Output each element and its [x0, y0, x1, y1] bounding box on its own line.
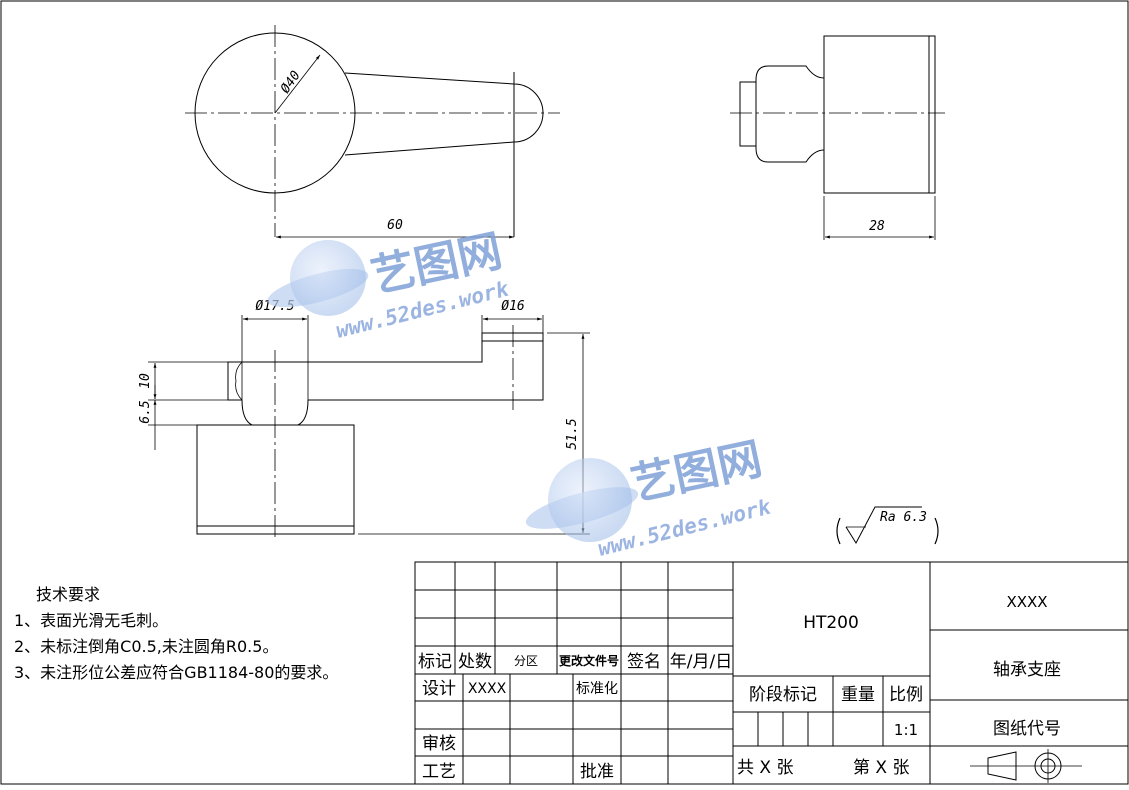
- side-view-body: [823, 35, 936, 194]
- watermark-globe-icon-2: [548, 458, 632, 542]
- tb-approve-label: 批准: [580, 762, 614, 782]
- dim-front-h10: 10: [138, 373, 153, 389]
- dim-top-len: 60: [387, 218, 403, 233]
- notes-item-1: 1、表面光滑无毛刺。: [14, 611, 168, 630]
- notes-item-2: 2、未标注倒角C0.5,未注圆角R0.5。: [14, 637, 278, 656]
- tb-header-zone: 分区: [514, 654, 538, 668]
- projection-symbol-icon: [970, 749, 1082, 783]
- dim-side-width: 28: [869, 219, 885, 234]
- top-view-centerlines: [185, 25, 560, 237]
- top-view: [185, 25, 560, 239]
- roughness-value: Ra 6.3: [880, 510, 927, 525]
- tb-stage-label: 阶段标记: [749, 685, 817, 705]
- watermark-2: 艺图网 www.52des.work: [525, 433, 774, 561]
- tb-header-change-doc: 更改文件号: [559, 653, 619, 668]
- dim-front-h515: 51.5: [565, 418, 580, 449]
- tb-material: HT200: [803, 613, 859, 633]
- side-view: [730, 35, 945, 240]
- tb-header-count: 处数: [458, 652, 492, 672]
- front-view: [148, 315, 590, 540]
- tb-scale-label: 比例: [889, 685, 923, 705]
- tb-company: XXXX: [1006, 593, 1047, 611]
- watermark-1: 艺图网 www.52des.work: [267, 225, 512, 343]
- tb-review-label: 审核: [422, 734, 456, 754]
- side-view-shaft: [739, 81, 757, 147]
- technical-requirements: 技术要求 1、表面光滑无毛刺。 2、未标注倒角C0.5,未注圆角R0.5。 3、…: [14, 585, 338, 682]
- top-view-arm: [344, 72, 544, 156]
- tb-design-label: 设计: [422, 679, 456, 699]
- tb-drawing-no-label: 图纸代号: [993, 719, 1061, 739]
- side-view-boss: [755, 65, 825, 163]
- tb-part-name: 轴承支座: [993, 660, 1061, 680]
- dim-front-h65: 6.5: [138, 400, 153, 424]
- front-view-arm: [227, 332, 544, 401]
- tb-standardize-label: 标准化: [576, 681, 618, 697]
- roughness-symbol: [836, 506, 939, 545]
- front-view-neck: [241, 399, 309, 426]
- tb-header-sign: 签名: [627, 652, 661, 672]
- dia40-leader: [274, 54, 321, 114]
- front-view-base: [196, 424, 355, 535]
- tb-process-label: 工艺: [422, 762, 456, 782]
- tb-header-date: 年/月/日: [670, 652, 732, 672]
- tb-header-mark: 标记: [418, 652, 452, 672]
- title-block: [414, 561, 1129, 785]
- dim-front-dia-right: Ø16: [501, 299, 525, 314]
- tb-scale-value: 1:1: [894, 721, 918, 739]
- tb-total-sheets: 共 X 张: [737, 758, 793, 778]
- dim-top-dia: Ø40: [278, 68, 304, 96]
- tb-designer: XXXX: [468, 681, 507, 697]
- title-block-text: 标记 处数 分区 更改文件号 签名 年/月/日 设计 XXXX 标准化 审核 工…: [418, 593, 1061, 782]
- notes-item-3: 3、未注形位公差应符合GB1184-80的要求。: [14, 663, 338, 682]
- tb-sheet-no: 第 X 张: [853, 758, 909, 778]
- notes-title: 技术要求: [36, 585, 100, 604]
- watermark-globe-icon: [290, 240, 366, 316]
- tb-weight-label: 重量: [841, 685, 875, 705]
